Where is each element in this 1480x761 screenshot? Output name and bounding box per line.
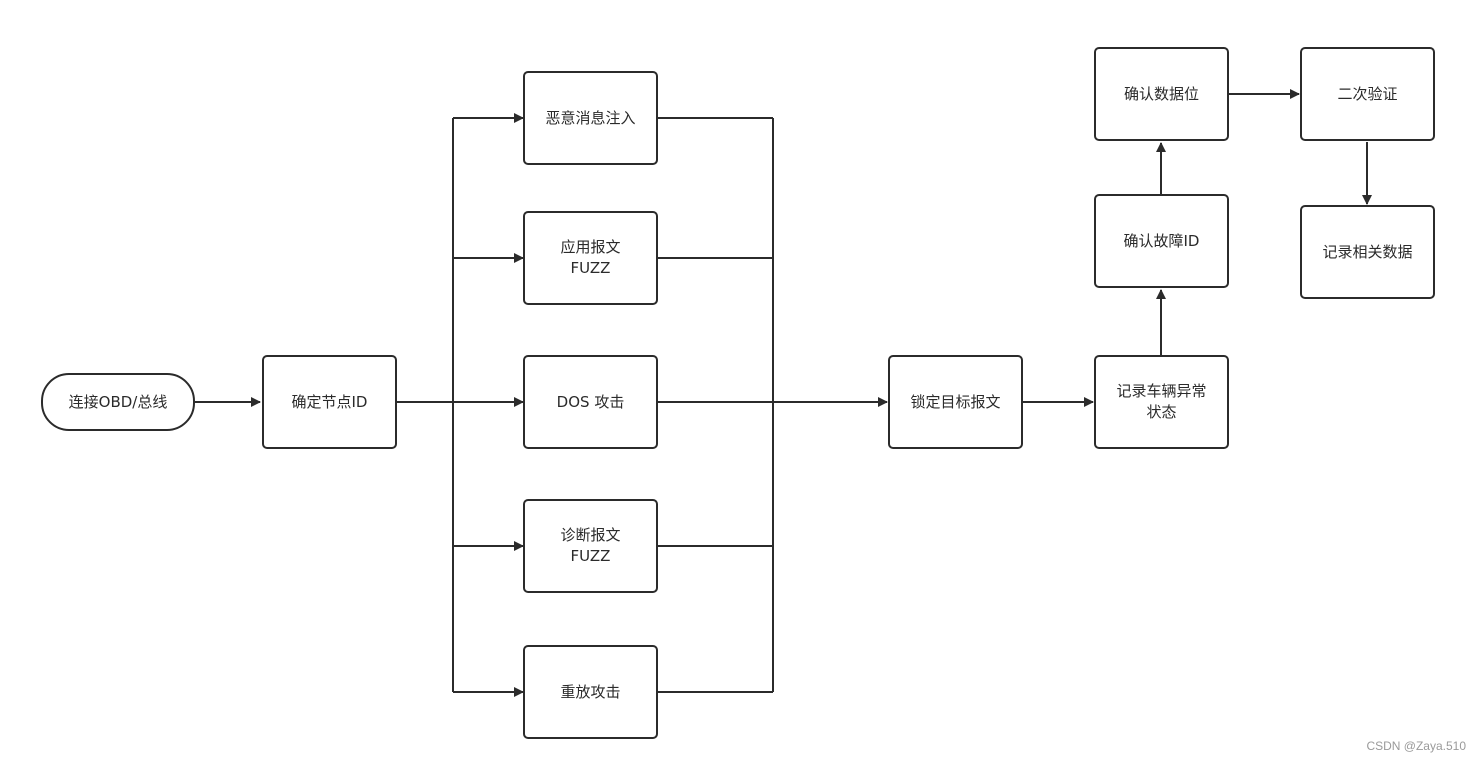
node-determine-id: 确定节点ID (262, 355, 397, 449)
node-confirm-data-bit: 确认数据位 (1094, 47, 1229, 141)
node-connect-obd: 连接OBD/总线 (41, 373, 195, 431)
node-label-line2: FUZZ (570, 547, 611, 565)
node-dos-attack: DOS 攻击 (523, 355, 658, 449)
node-lock-target: 锁定目标报文 (888, 355, 1023, 449)
node-label: 重放攻击 (560, 682, 621, 701)
node-label-line1: 诊断报文 (560, 526, 621, 544)
watermark-text: CSDN @Zaya.510 (1366, 739, 1466, 753)
node-record-abnormal: 记录车辆异常 状态 (1094, 355, 1229, 449)
node-replay-attack: 重放攻击 (523, 645, 658, 739)
node-label: 连接OBD/总线 (68, 392, 168, 411)
node-label-line2: 状态 (1146, 403, 1177, 421)
node-app-fuzz: 应用报文 FUZZ (523, 211, 658, 305)
node-malicious-inject: 恶意消息注入 (523, 71, 658, 165)
node-label-line1: 应用报文 (560, 238, 621, 256)
node-label: 二次验证 (1337, 84, 1398, 103)
node-record-data: 记录相关数据 (1300, 205, 1435, 299)
node-label-line2: FUZZ (570, 259, 611, 277)
node-label: 确认数据位 (1123, 84, 1199, 103)
node-label: 确定节点ID (291, 392, 368, 411)
node-label: 锁定目标报文 (910, 392, 1001, 411)
node-label: DOS 攻击 (556, 392, 625, 411)
node-confirm-fault-id: 确认故障ID (1094, 194, 1229, 288)
node-label: 确认故障ID (1123, 231, 1200, 250)
node-label: 记录相关数据 (1322, 242, 1413, 261)
node-label-line1: 记录车辆异常 (1116, 382, 1207, 400)
node-label: 恶意消息注入 (545, 108, 636, 127)
node-diag-fuzz: 诊断报文 FUZZ (523, 499, 658, 593)
node-second-verify: 二次验证 (1300, 47, 1435, 141)
